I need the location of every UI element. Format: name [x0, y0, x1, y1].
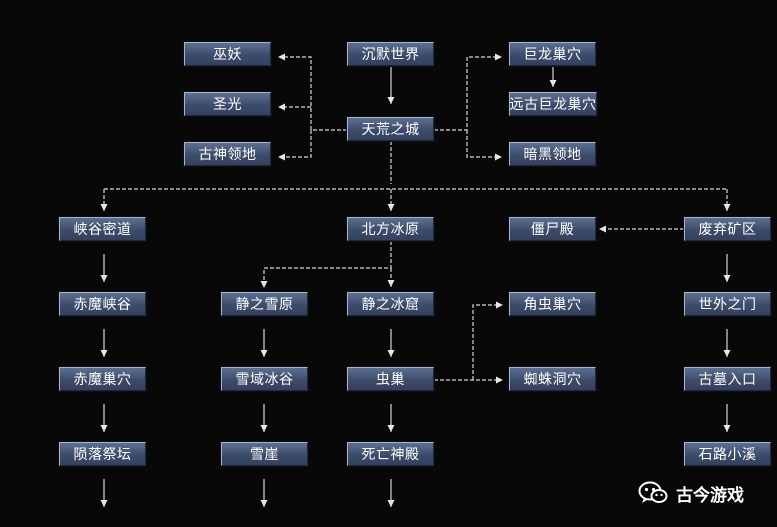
arrow-head-20 [260, 350, 268, 357]
arrow-head-10 [100, 204, 108, 211]
arrow-head-27 [496, 301, 503, 309]
arrow-head-24 [387, 425, 395, 432]
node-shengguang: 圣光 [184, 92, 271, 116]
node-chenmo: 沉默世界 [347, 42, 434, 66]
node-julong: 巨龙巢穴 [509, 42, 596, 66]
node-zhizhu: 蜘蛛洞穴 [509, 367, 596, 391]
arrow-head-29 [723, 350, 731, 357]
node-beifang: 北方冰原 [347, 217, 434, 241]
wechat-icon [638, 481, 668, 503]
arrow-head-26 [496, 376, 503, 384]
arrow-head-22 [260, 500, 268, 507]
arrow-head-7 [549, 80, 557, 87]
connector-line-5 [434, 56, 497, 131]
arrow-head-6 [495, 153, 502, 161]
arrow-head-18 [260, 281, 268, 288]
arrow-head-17 [100, 500, 108, 507]
node-wuyao: 巫妖 [184, 42, 271, 66]
node-jiangshi: 僵尸殿 [509, 217, 596, 241]
node-jiaochong: 角虫巢穴 [509, 292, 596, 316]
arrow-head-2 [278, 53, 285, 61]
connector-line-4 [283, 130, 312, 158]
arrow-head-12 [723, 204, 731, 211]
arrow-head-11 [387, 204, 395, 211]
node-gushen: 古神领地 [184, 142, 271, 166]
arrow-head-21 [260, 425, 268, 432]
node-xueya: 雪崖 [221, 442, 308, 466]
connector-line-18 [263, 241, 392, 282]
arrow-head-28 [723, 275, 731, 282]
arrow-head-23 [387, 350, 395, 357]
node-chimo-chao: 赤魔巢穴 [59, 367, 146, 391]
arrow-head-25 [387, 500, 395, 507]
arrow-head-16 [100, 425, 108, 432]
connector-line-6 [466, 130, 497, 158]
arrow-head-1 [387, 97, 395, 104]
arrow-head-5 [495, 53, 502, 61]
node-shiwai: 世外之门 [684, 292, 771, 316]
arrow-head-4 [278, 153, 285, 161]
node-yunluo: 陨落祭坛 [59, 442, 146, 466]
connector-line-27 [472, 304, 497, 380]
node-chongchao: 虫巢 [347, 367, 434, 391]
arrow-head-3 [278, 103, 285, 111]
node-xueyu: 雪域冰谷 [221, 367, 308, 391]
arrow-head-15 [100, 350, 108, 357]
arrow-head-19 [387, 280, 395, 287]
watermark-text: 古今游戏 [676, 485, 744, 506]
node-gumu: 古墓入口 [684, 367, 771, 391]
arrow-head-14 [100, 275, 108, 282]
node-feiqi: 废弃矿区 [684, 217, 771, 241]
connector-line-2 [283, 56, 347, 131]
arrow-head-30 [723, 425, 731, 432]
node-xiagu: 峡谷密道 [59, 217, 146, 241]
node-siwang: 死亡神殿 [347, 442, 434, 466]
node-yuangu: 远古巨龙巢穴 [509, 92, 597, 116]
watermark: 古今游戏 [638, 478, 744, 508]
arrow-head-13 [599, 225, 606, 233]
node-chimo-xiagu: 赤魔峡谷 [59, 292, 146, 316]
node-jingxue: 静之雪原 [221, 292, 308, 316]
node-shilu: 石路小溪 [684, 442, 771, 466]
node-jingbing: 静之冰窟 [347, 292, 434, 316]
node-tianhuang: 天荒之城 [347, 117, 434, 141]
node-anhei: 暗黑领地 [509, 142, 596, 166]
